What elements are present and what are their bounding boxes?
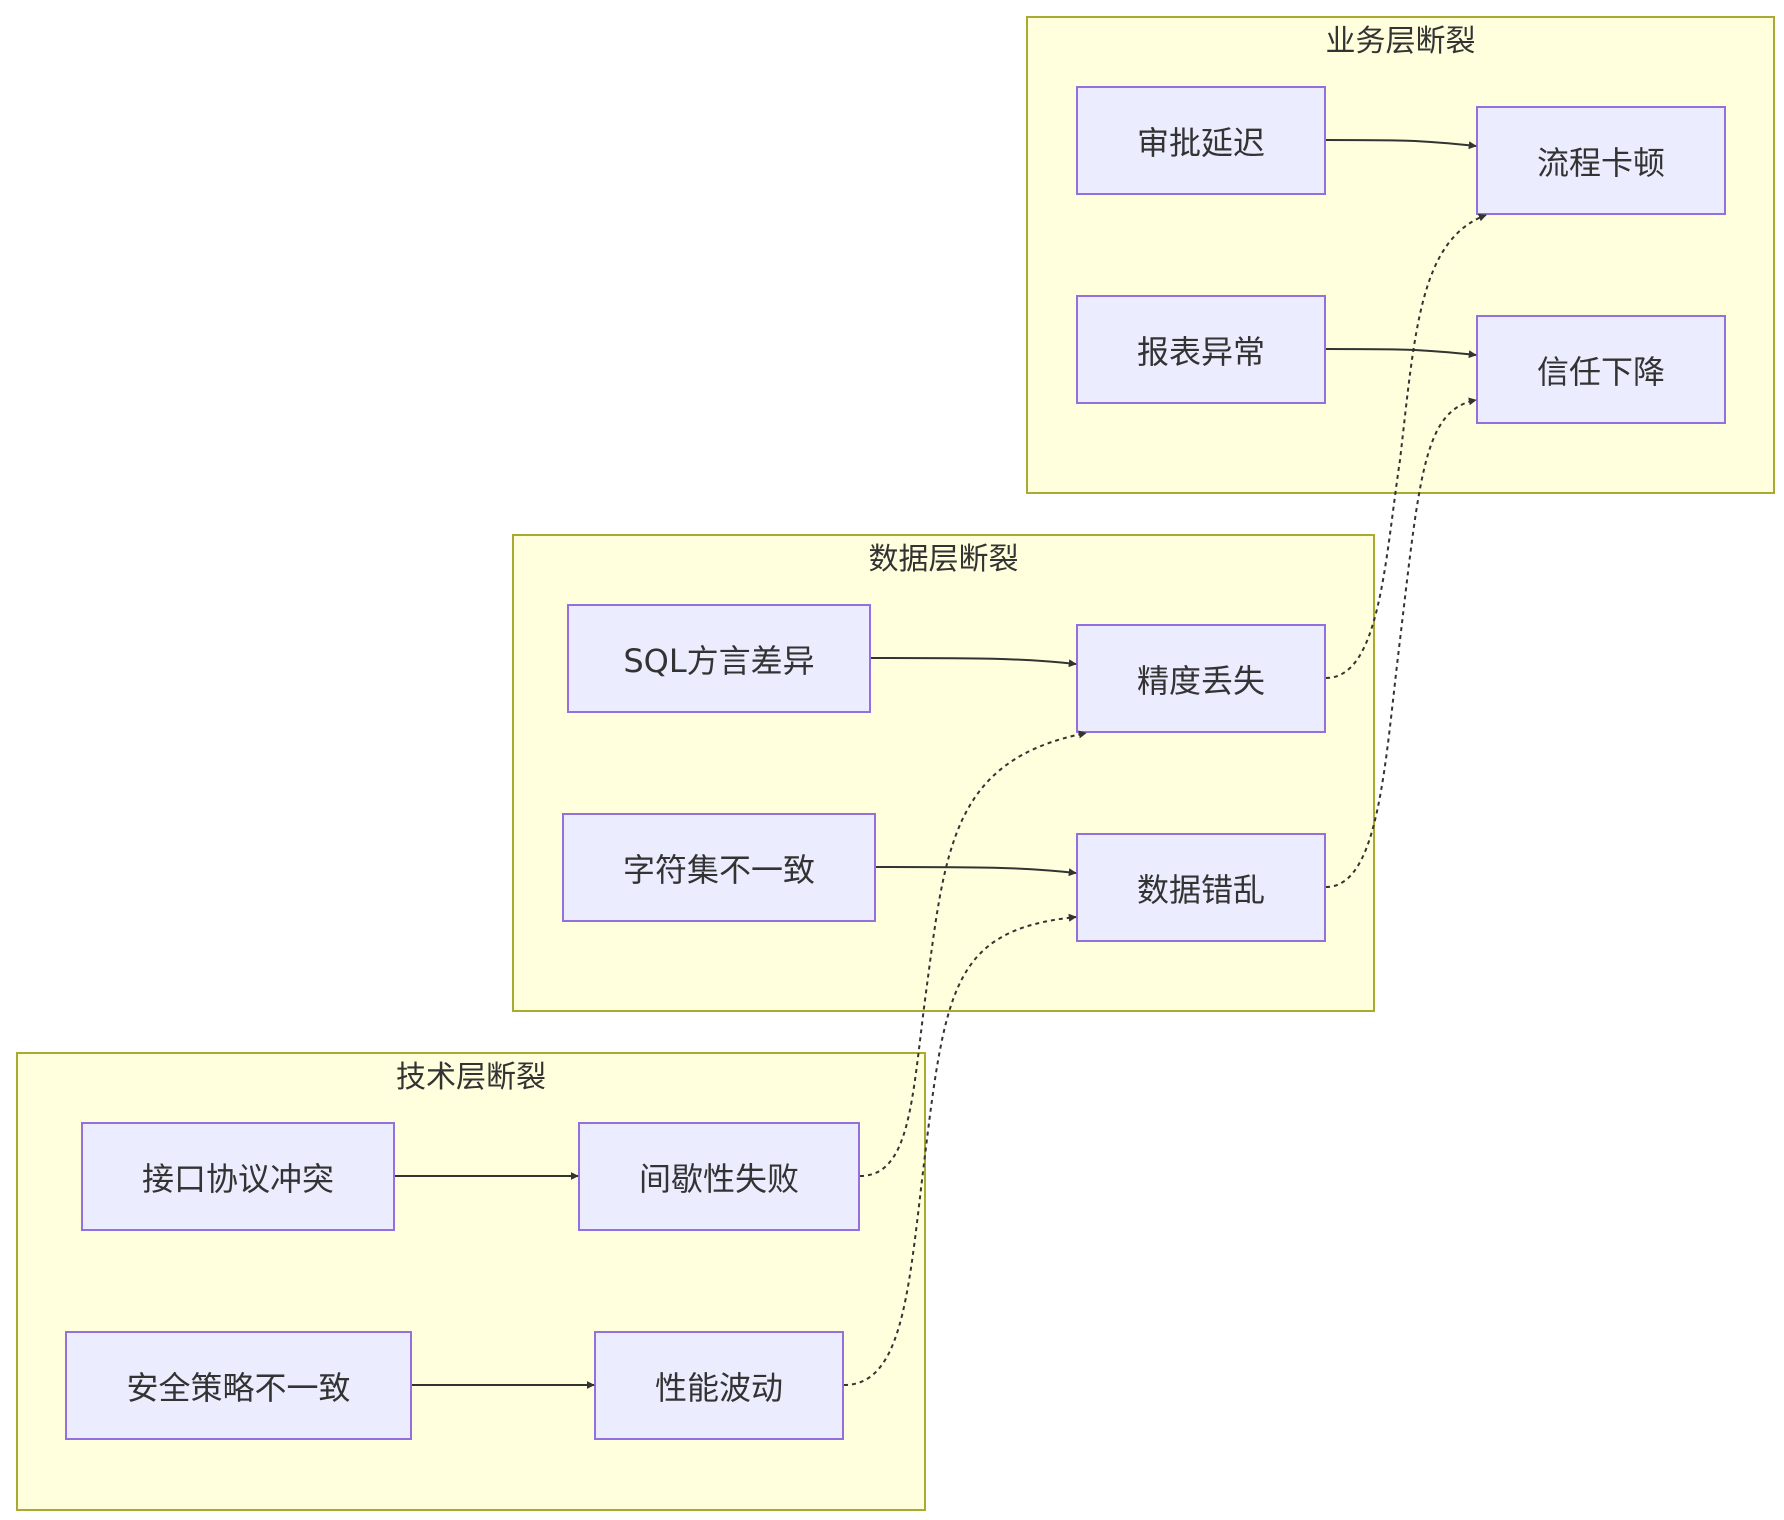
- node-intermittent-failure[interactable]: 间歇性失败: [578, 1122, 860, 1231]
- node-sql-dialect[interactable]: SQL方言差异: [567, 604, 871, 713]
- cluster-title: 技术层断裂: [396, 1060, 546, 1095]
- cluster-title: 业务层断裂: [1325, 24, 1476, 59]
- node-approval-delay[interactable]: 审批延迟: [1076, 86, 1326, 195]
- node-performance-fluctuation[interactable]: 性能波动: [594, 1331, 844, 1440]
- node-charset-mismatch[interactable]: 字符集不一致: [562, 813, 876, 922]
- node-protocol-conflict[interactable]: 接口协议冲突: [81, 1122, 395, 1231]
- node-precision-loss[interactable]: 精度丢失: [1076, 624, 1326, 733]
- node-report-anomaly[interactable]: 报表异常: [1076, 295, 1326, 404]
- node-trust-decline[interactable]: 信任下降: [1476, 315, 1726, 424]
- cluster-tech-layer: 技术层断裂: [16, 1052, 926, 1511]
- node-security-policy-mismatch[interactable]: 安全策略不一致: [65, 1331, 412, 1440]
- node-process-stall[interactable]: 流程卡顿: [1476, 106, 1726, 215]
- cluster-title: 数据层断裂: [868, 542, 1019, 577]
- node-data-corruption[interactable]: 数据错乱: [1076, 833, 1326, 942]
